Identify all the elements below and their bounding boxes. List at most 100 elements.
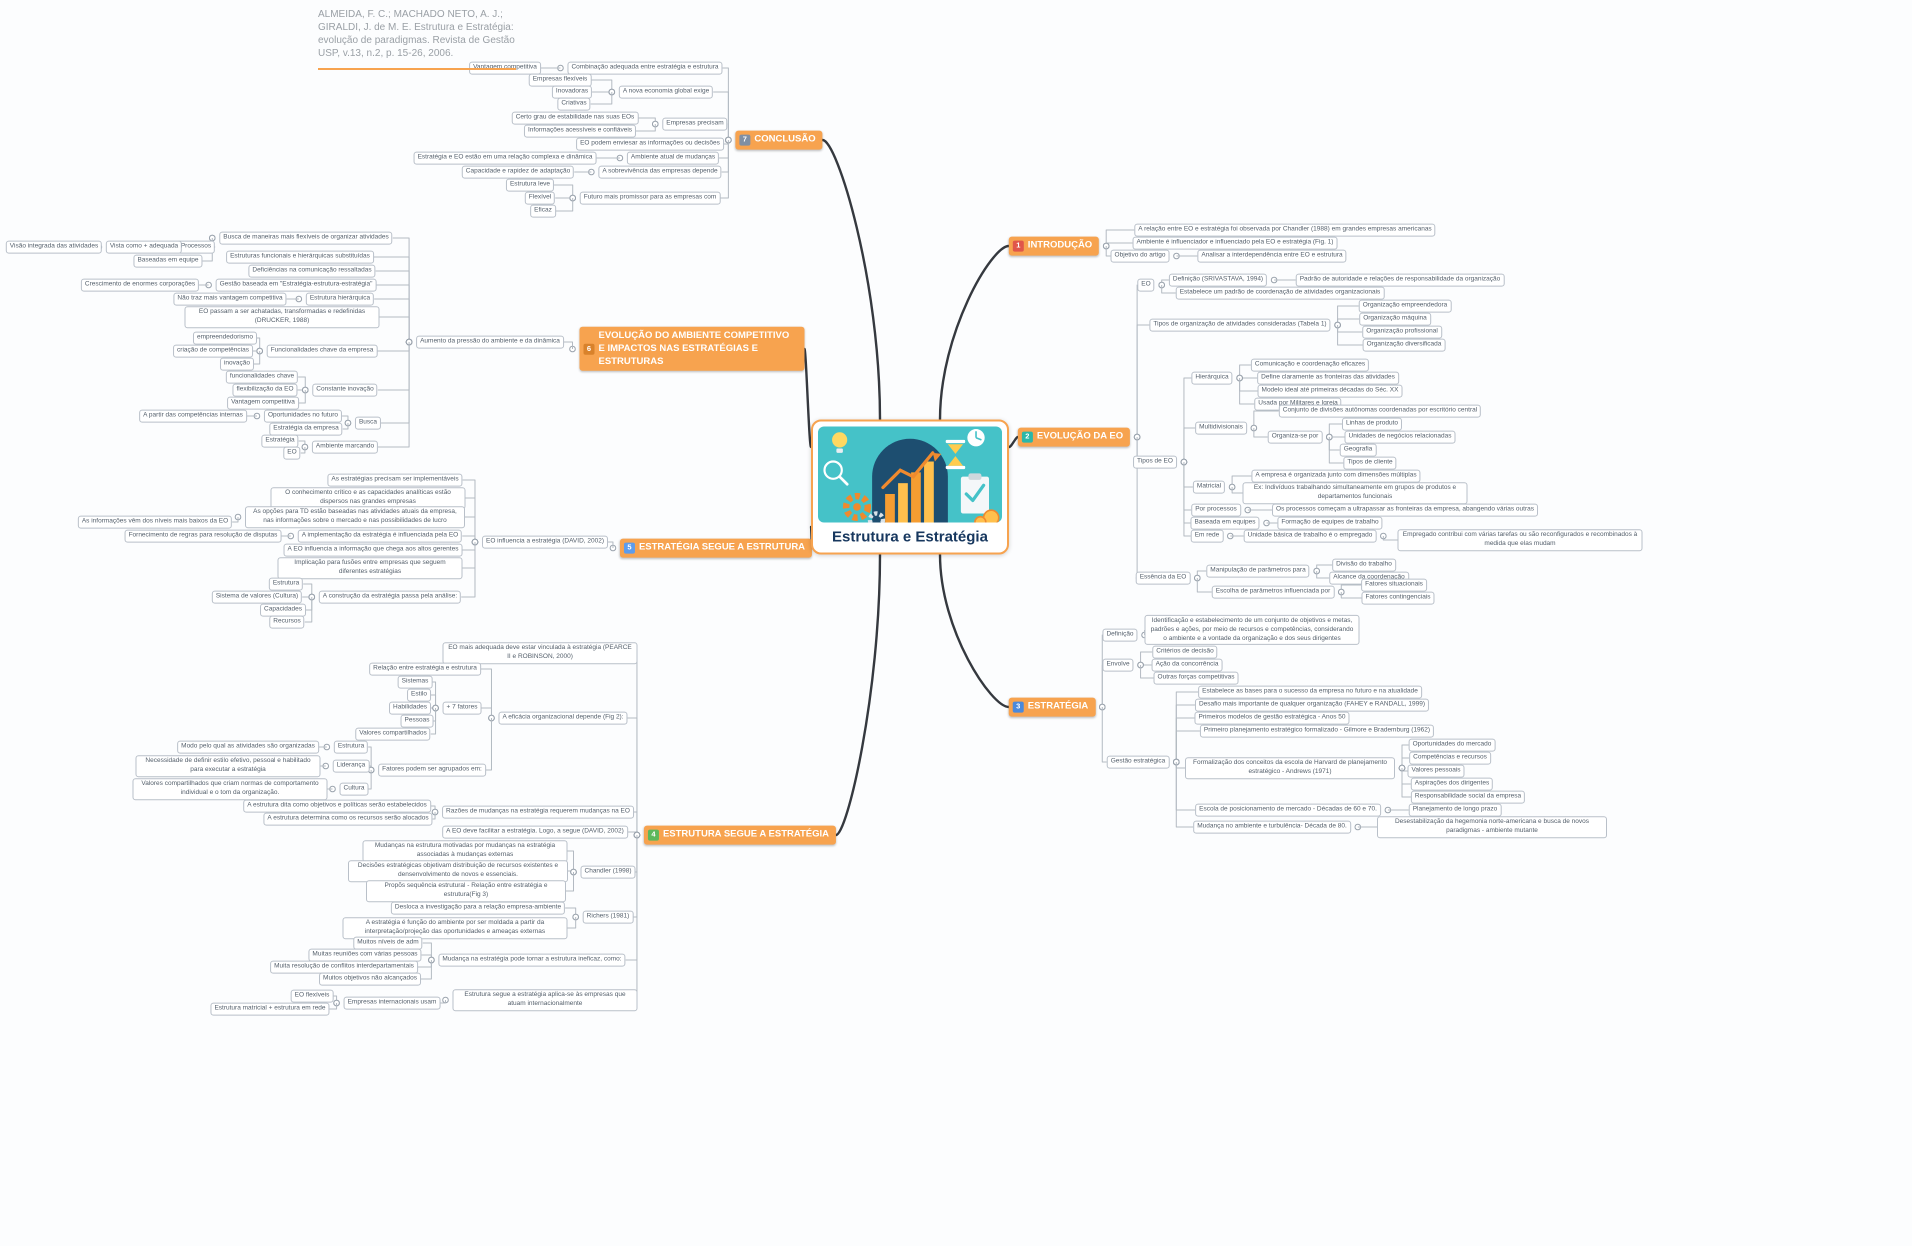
- mindmap-node[interactable]: Organização diversificada: [1362, 338, 1446, 352]
- mindmap-node[interactable]: Estilo: [407, 688, 431, 702]
- mindmap-node[interactable]: Propõs sequência estrutural - Relação en…: [366, 880, 566, 902]
- mindmap-node[interactable]: Por processos: [1191, 503, 1241, 517]
- mindmap-node[interactable]: Fatores situacionais: [1361, 578, 1427, 592]
- mindmap-node[interactable]: A implementação da estratégia é influenc…: [297, 529, 463, 543]
- mindmap-node[interactable]: Ambiente marcando: [311, 440, 379, 454]
- mindmap-node[interactable]: Critérios de decisão: [1152, 645, 1218, 659]
- mindmap-node[interactable]: Tipos de EO: [1133, 455, 1177, 469]
- mindmap-node[interactable]: Constante inovação: [312, 383, 378, 397]
- mindmap-node[interactable]: Modo pelo qual as atividades são organiz…: [177, 740, 319, 754]
- mindmap-node[interactable]: Cultura: [339, 782, 369, 796]
- mindmap-node[interactable]: Implicação para fusões entre empresas qu…: [277, 557, 463, 579]
- mindmap-node[interactable]: Empregado contribui com várias tarefas o…: [1397, 529, 1643, 551]
- mindmap-node[interactable]: Certo grau de estabilidade nas suas EOs: [511, 111, 639, 125]
- mindmap-node[interactable]: Recursos: [269, 615, 305, 629]
- mindmap-node[interactable]: Mudança na estratégia pode tornar a estr…: [438, 953, 626, 967]
- mindmap-node[interactable]: A relação entre EO e estratégia foi obse…: [1134, 223, 1436, 237]
- mindmap-node[interactable]: Mudança no ambiente e turbulência- Décad…: [1193, 820, 1351, 834]
- mindmap-node[interactable]: Mudanças na estrutura motivadas por muda…: [362, 840, 568, 862]
- mindmap-node[interactable]: Liderança: [332, 759, 370, 773]
- mindmap-node[interactable]: Desafio mais importante de qualquer orga…: [1194, 698, 1430, 712]
- mindmap-node[interactable]: Busca: [354, 416, 382, 430]
- mindmap-node[interactable]: Estruturas funcionais e hierárquicas sub…: [226, 250, 374, 264]
- mindmap-node[interactable]: EO: [1137, 278, 1155, 292]
- mindmap-node[interactable]: EO mais adequada deve estar vinculada à …: [442, 642, 638, 664]
- central-topic[interactable]: Estrutura e Estratégia: [811, 419, 1009, 555]
- mindmap-node[interactable]: Outras forças competitivas: [1153, 671, 1239, 685]
- mindmap-node[interactable]: Estrutura: [333, 740, 369, 754]
- mindmap-node[interactable]: Decisões estratégicas objetivam distribu…: [348, 860, 568, 882]
- mindmap-node[interactable]: Comunicação e coordenação eficazes: [1250, 358, 1370, 372]
- mindmap-node[interactable]: A partir das competências internas: [139, 409, 247, 423]
- mindmap-node[interactable]: EO podem enviesar as informações ou deci…: [576, 137, 724, 151]
- mindmap-node[interactable]: EO flexíveis: [290, 989, 334, 1003]
- mindmap-node[interactable]: Modelo ideal até primeiras décadas do Sé…: [1257, 384, 1403, 398]
- mindmap-node[interactable]: Necessidade de definir estilo efetivo, p…: [135, 755, 321, 777]
- mindmap-node[interactable]: Combinação adequada entre estratégia e e…: [567, 61, 723, 75]
- mindmap-node[interactable]: EO passam a ser achatadas, transformadas…: [184, 306, 380, 328]
- mindmap-node[interactable]: Definição: [1102, 628, 1138, 642]
- mindmap-node[interactable]: Formação de equipes de trabalho: [1277, 516, 1383, 530]
- mindmap-node[interactable]: + 7 fatores: [442, 701, 482, 715]
- mindmap-node[interactable]: Informações acessíveis e confiáveis: [523, 124, 637, 138]
- mindmap-node[interactable]: Não traz mais vantagem competitiva: [173, 292, 287, 306]
- mindmap-node[interactable]: Sistema de valores (Cultura): [211, 590, 303, 604]
- mindmap-node[interactable]: Funcionalidades chave da empresa: [266, 344, 378, 358]
- mindmap-node[interactable]: Gestão estratégica: [1106, 755, 1170, 769]
- mindmap-node[interactable]: Empresas precisam: [662, 117, 728, 131]
- mindmap-node[interactable]: Formalização dos conceitos da escola de …: [1185, 757, 1395, 779]
- mindmap-node[interactable]: Vista como + adequada: [105, 240, 183, 254]
- mindmap-node[interactable]: EO: [283, 446, 301, 460]
- mindmap-node[interactable]: Manipulação de parâmetros para: [1206, 564, 1310, 578]
- mindmap-node[interactable]: Processos: [176, 240, 216, 254]
- mindmap-node[interactable]: A estrutura dita como objetivos e políti…: [243, 799, 431, 813]
- mindmap-node[interactable]: Chandler (1998): [580, 865, 636, 879]
- mindmap-node[interactable]: Criativas: [557, 97, 591, 111]
- mindmap-node[interactable]: A eficácia organizacional depende (Fig 2…: [498, 711, 628, 725]
- mindmap-node[interactable]: Estabelece as bases para o sucesso da em…: [1198, 685, 1422, 699]
- mindmap-node[interactable]: Divisão do trabalho: [1332, 558, 1396, 572]
- mindmap-node[interactable]: empreendedorismo: [192, 331, 258, 345]
- mindmap-node[interactable]: Muitas reuniões com várias pessoas: [308, 948, 422, 962]
- mindmap-node[interactable]: Baseada em equipes: [1190, 516, 1260, 530]
- mindmap-node[interactable]: Inovadoras: [551, 85, 593, 99]
- mindmap-node[interactable]: Aumento da pressão do ambiente e da dinâ…: [416, 335, 564, 349]
- mindmap-node[interactable]: inovação: [219, 357, 255, 371]
- mindmap-node[interactable]: Estratégia e EO estão em uma relação com…: [413, 151, 597, 165]
- mindmap-node[interactable]: Capacidade e rapidez de adaptação: [461, 165, 575, 179]
- mindmap-node[interactable]: Relação entre estratégia e estrutura: [369, 662, 481, 676]
- mindmap-node[interactable]: Estabelece um padrão de coordenação de a…: [1175, 286, 1385, 300]
- mindmap-node[interactable]: Organização profissional: [1362, 325, 1442, 339]
- mindmap-node[interactable]: Valores compartilhados: [355, 727, 431, 741]
- mindmap-node[interactable]: Fornecimento de regras para resolução de…: [124, 529, 282, 543]
- mindmap-node[interactable]: Estrutura matricial + estrutura em rede: [210, 1002, 330, 1016]
- mindmap-node[interactable]: Visão integrada das atividades: [5, 240, 103, 254]
- mindmap-node[interactable]: Linhas de produto: [1341, 417, 1403, 431]
- mindmap-node[interactable]: Define claramente as fronteiras das ativ…: [1257, 371, 1399, 385]
- mindmap-node[interactable]: Escolha de parâmetros influenciada por: [1211, 585, 1335, 599]
- mindmap-node[interactable]: Em rede: [1190, 529, 1224, 543]
- mindmap-node[interactable]: Muitos objetivos não alcançados: [319, 972, 421, 986]
- mindmap-node[interactable]: Oportunidades no futuro: [263, 409, 343, 423]
- mindmap-node[interactable]: Responsabilidade social da empresa: [1410, 790, 1526, 804]
- mindmap-node[interactable]: Desloca a investigação para a relação em…: [390, 901, 566, 915]
- mindmap-node[interactable]: Crescimento de enormes corporações: [80, 278, 200, 292]
- mindmap-node[interactable]: flexibilização da EO: [232, 383, 298, 397]
- mindmap-node[interactable]: Ex: Indivíduos trabalhando simultaneamen…: [1242, 482, 1468, 504]
- mindmap-node[interactable]: Organiza-se por: [1267, 430, 1323, 444]
- mindmap-node[interactable]: Capacidades: [260, 603, 306, 617]
- mindmap-node[interactable]: Organização empreendedora: [1358, 299, 1452, 313]
- mindmap-node[interactable]: Deficiências na comunicação ressaltadas: [248, 264, 376, 278]
- mindmap-node[interactable]: A empresa é organizada junto com dimensõ…: [1251, 469, 1421, 483]
- mindmap-node[interactable]: Muitos níveis de adm: [353, 936, 423, 950]
- citation-node[interactable]: ALMEIDA, F. C.; MACHADO NETO, A. J.; GIR…: [318, 8, 516, 70]
- mindmap-node[interactable]: As informações vêm dos níveis mais baixo…: [77, 515, 233, 529]
- mindmap-node[interactable]: Estrutura segue a estratégia aplica-se à…: [452, 989, 638, 1011]
- mindmap-node[interactable]: Oportunidades do mercado: [1408, 738, 1496, 752]
- mindmap-node[interactable]: Estrutura hierárquica: [305, 292, 375, 306]
- mindmap-node[interactable]: Conjunto de divisões autônomas coordenad…: [1278, 404, 1482, 418]
- mindmap-node[interactable]: Busca de maneiras mais flexíveis de orga…: [219, 231, 393, 245]
